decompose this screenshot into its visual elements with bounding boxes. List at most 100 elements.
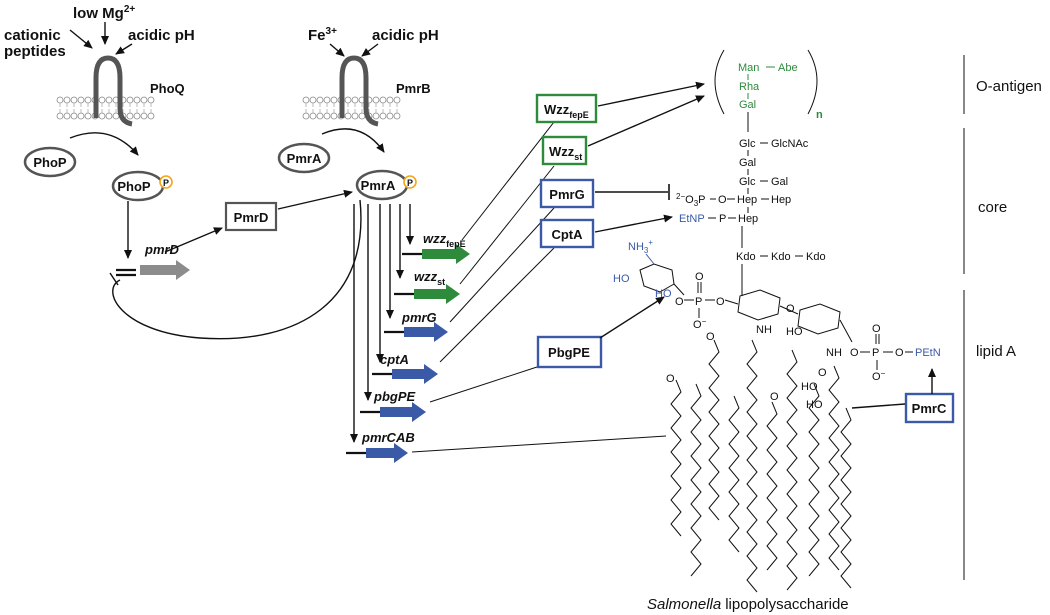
phospho-mark-2-label: P bbox=[407, 178, 413, 188]
phoq-label: PhoQ bbox=[150, 81, 185, 96]
lipid-head bbox=[105, 112, 113, 120]
nh-2: NH bbox=[826, 347, 842, 359]
lipid-head bbox=[393, 112, 401, 120]
sugar-glc-2: Glc bbox=[739, 176, 756, 188]
core-structure: Glc GlcNAc Gal Glc Gal 2−O3P O Hep Hep E… bbox=[676, 112, 826, 296]
line-wzz-fepe bbox=[461, 121, 555, 241]
acyl-chain bbox=[670, 379, 682, 537]
lipid-head bbox=[84, 96, 92, 104]
lipid-head bbox=[77, 112, 85, 120]
lipid-head bbox=[386, 112, 394, 120]
protein-label-pmrg: PmrG bbox=[549, 187, 584, 202]
ester-o-3: O bbox=[770, 391, 779, 403]
sugar-glc-1: Glc bbox=[739, 138, 756, 150]
lipid-head bbox=[393, 96, 401, 104]
lipid-head bbox=[372, 112, 380, 120]
o-double-2: O bbox=[872, 323, 881, 335]
sugar-kdo-3: Kdo bbox=[806, 251, 826, 263]
phoq-sensor bbox=[93, 55, 133, 127]
o-minus-1: O− bbox=[693, 317, 707, 331]
fatty-acid-chains bbox=[670, 339, 852, 593]
peptides-label: peptides bbox=[4, 43, 66, 60]
acyl-chain bbox=[786, 349, 798, 591]
p-link: P bbox=[719, 213, 726, 225]
o-double-1: O bbox=[695, 271, 704, 283]
ho-3: HO bbox=[786, 326, 803, 338]
sugar-man: Man bbox=[738, 62, 759, 74]
lipid-head bbox=[133, 96, 141, 104]
lipid-head bbox=[323, 112, 331, 120]
lipid-head bbox=[147, 96, 155, 104]
phospho-mark-2 bbox=[403, 175, 417, 189]
acyl-chain bbox=[708, 339, 720, 521]
o-d: O bbox=[895, 347, 904, 359]
o-antigen-structure: Man Abe Rha Gal n bbox=[714, 49, 823, 121]
acyl-chain bbox=[840, 407, 852, 589]
lipid-a-structure: NH3+ HO HO O P O O− O O NH HO NH O P O bbox=[613, 238, 941, 593]
pmrb-sensor bbox=[339, 55, 379, 127]
phop-node bbox=[23, 146, 77, 178]
gene-label-cpta: cptA bbox=[380, 352, 409, 367]
wzz-fepe-acts-o-antigen bbox=[597, 81, 705, 107]
nh3-group: NH3+ bbox=[628, 238, 653, 255]
ester-o-2: O bbox=[706, 331, 715, 343]
region-label-o-antigen: O-antigen bbox=[976, 78, 1042, 95]
lipid-head bbox=[330, 112, 338, 120]
lipid-head bbox=[63, 112, 71, 120]
gene-pmrg: pmrG bbox=[384, 310, 448, 342]
glucosamine-ring-1 bbox=[737, 289, 781, 321]
glucosamine-ring-2 bbox=[797, 303, 841, 335]
phosphate-p1: P bbox=[695, 296, 702, 308]
protein-wzz-fepe: WzzfepE bbox=[535, 93, 598, 124]
gene-wzz-st: wzzst bbox=[394, 269, 460, 304]
lipid-head bbox=[316, 112, 324, 120]
gene-pmrcab: pmrCAB bbox=[346, 430, 415, 463]
ho-arabinose-2: HO bbox=[655, 288, 672, 300]
repeat-n: n bbox=[816, 109, 823, 121]
acyl-chain bbox=[690, 383, 702, 577]
acidic-ph-label-2: acidic pH bbox=[372, 27, 439, 44]
o-antigen-left-paren bbox=[714, 49, 725, 115]
ho-arabinose-1: HO bbox=[613, 273, 630, 285]
gene-wzz-fepe: wzzfepE bbox=[402, 231, 470, 264]
lipid-head bbox=[56, 96, 64, 104]
lipid-head bbox=[98, 96, 106, 104]
lipid-head bbox=[379, 96, 387, 104]
lipid-head bbox=[309, 112, 317, 120]
lipid-head bbox=[309, 96, 317, 104]
pmrd-box-label: PmrD bbox=[234, 210, 269, 225]
sugar-hep-1: Hep bbox=[737, 194, 757, 206]
phosphate-p2: P bbox=[872, 347, 879, 359]
lipid-head bbox=[126, 112, 134, 120]
acyl-chain bbox=[828, 365, 840, 571]
line-cpta bbox=[439, 247, 555, 363]
cpta-adds-etnp bbox=[594, 214, 673, 233]
o-c: O bbox=[850, 347, 859, 359]
protein-cpta: CptA bbox=[539, 218, 595, 249]
o-link: O bbox=[718, 194, 727, 206]
acidic-ph-label-1: acidic pH bbox=[128, 27, 195, 44]
line-pmrcab bbox=[411, 435, 667, 453]
sugar-hep-3: Hep bbox=[738, 213, 758, 225]
phosphorylation-arrow-pmra bbox=[321, 128, 385, 153]
pmra-node bbox=[277, 142, 331, 174]
o-minus-2: O− bbox=[872, 369, 886, 383]
petn-group: PEtN bbox=[915, 347, 941, 359]
ho-5: HO bbox=[806, 399, 823, 411]
etnp-group: EtNP bbox=[679, 213, 705, 225]
protein-label-pbgpe: PbgPE bbox=[548, 345, 590, 360]
cationic-label: cationic bbox=[4, 27, 61, 44]
arrow-cationic bbox=[69, 29, 93, 49]
arrow-fe bbox=[329, 43, 345, 57]
protein-pbgpe: PbgPE bbox=[536, 335, 603, 369]
gene-pbgpe: pbgPE bbox=[360, 389, 426, 422]
ho-4: HO bbox=[801, 381, 818, 393]
lipid-head bbox=[133, 112, 141, 120]
arrow-acidic-2 bbox=[361, 43, 379, 57]
lipid-head bbox=[302, 112, 310, 120]
lipid-head bbox=[302, 96, 310, 104]
lipid-head bbox=[70, 96, 78, 104]
lipid-head bbox=[386, 96, 394, 104]
pmrd-gene-label: pmrD bbox=[144, 242, 180, 257]
lipid-head bbox=[344, 96, 352, 104]
